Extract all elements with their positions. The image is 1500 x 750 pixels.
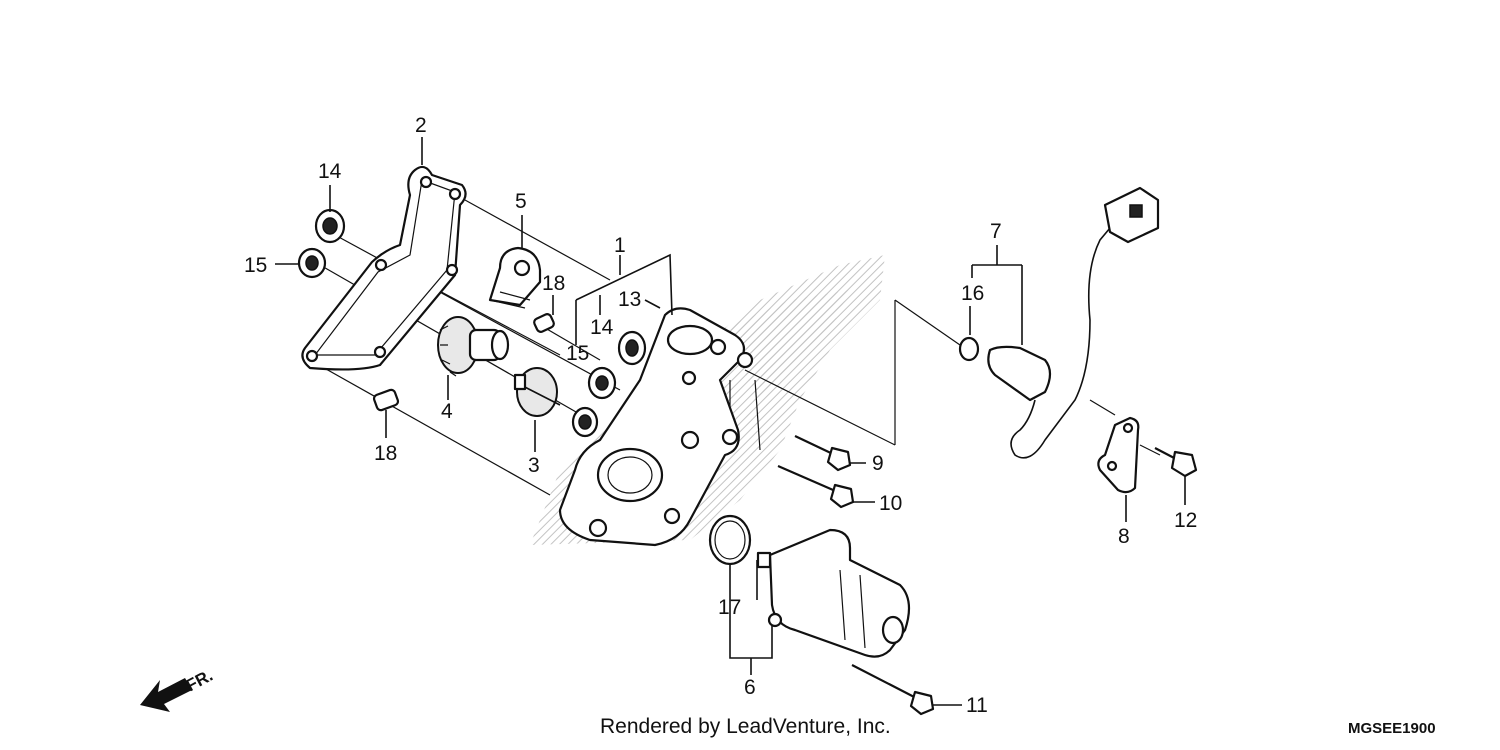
callout-9: 9 — [872, 452, 884, 475]
callout-13: 13 — [618, 288, 641, 311]
bearing-part-13 — [617, 330, 647, 366]
bearing-part-15-center — [571, 406, 599, 438]
dowel-pin-part-18-upper — [533, 313, 555, 333]
bolt-part-10 — [777, 464, 855, 509]
render-credit: Rendered by LeadVenture, Inc. — [600, 715, 891, 738]
callout-6: 6 — [744, 676, 756, 699]
callout-17: 17 — [718, 596, 741, 619]
callout-1: 1 — [614, 234, 626, 257]
callout-3: 3 — [528, 454, 540, 477]
bolt-part-12 — [1154, 447, 1198, 478]
callout-4: 4 — [441, 400, 453, 423]
front-direction-arrow-icon: FR. — [140, 666, 216, 712]
angle-sensor-part-7 — [958, 186, 1160, 459]
callout-brackets — [575, 245, 1023, 675]
callout-10: 10 — [879, 492, 902, 515]
callout-14-center: 14 — [590, 316, 614, 339]
callout-15-left: 15 — [244, 254, 267, 277]
figure-code: MGSEE1900 — [1348, 720, 1436, 737]
callout-18-upper: 18 — [542, 272, 565, 295]
callout-18-lower: 18 — [374, 442, 397, 465]
callout-15-center: 15 — [566, 342, 589, 365]
gasket-part-2 — [301, 165, 467, 371]
bolt-part-11 — [851, 664, 935, 716]
callout-2: 2 — [415, 114, 427, 137]
bearing-part-15-left — [297, 247, 327, 279]
gear-part-4 — [437, 316, 510, 377]
callout-11: 11 — [966, 694, 988, 717]
gear-part-3 — [513, 367, 561, 417]
callout-5: 5 — [515, 190, 527, 213]
o-ring-part-17 — [708, 514, 752, 566]
bearing-part-14-center — [587, 366, 617, 400]
shift-motor-part-6 — [756, 528, 911, 658]
bracket-part-8 — [1097, 416, 1140, 494]
bolt-part-9 — [794, 435, 852, 472]
callout-16: 16 — [961, 282, 984, 305]
callout-14-left: 14 — [318, 160, 342, 183]
callout-12: 12 — [1174, 509, 1197, 532]
callout-8: 8 — [1118, 525, 1130, 548]
shift-arm-part-5 — [488, 246, 542, 309]
callout-7: 7 — [990, 220, 1002, 243]
bearing-part-14-left — [314, 208, 346, 244]
callout-labels: 1 2 3 4 5 6 7 8 9 10 11 12 13 14 14 15 1… — [244, 114, 1197, 717]
dowel-pin-part-18-lower — [372, 388, 400, 412]
shift-housing-part-1 — [558, 307, 754, 547]
callout-leaders — [275, 137, 1186, 706]
